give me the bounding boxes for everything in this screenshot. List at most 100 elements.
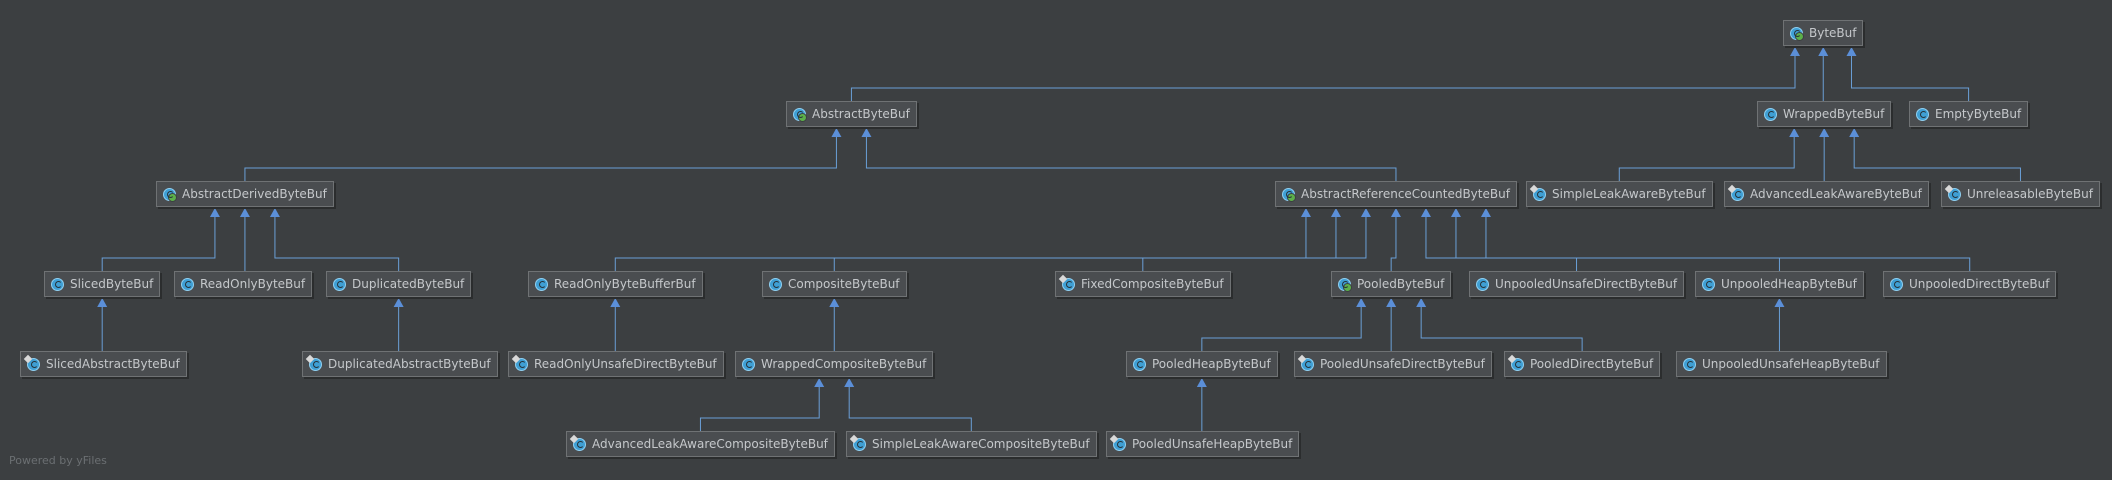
- inheritance-edge: [865, 135, 1397, 181]
- node-label: SlicedByteBuf: [70, 277, 154, 291]
- node-label: AbstractReferenceCountedByteBuf: [1301, 187, 1510, 201]
- inheritance-arrowhead: [814, 378, 825, 387]
- abstract-class-icon: [1338, 278, 1352, 292]
- inheritance-edge: [101, 215, 216, 271]
- node-label: DuplicatedAbstractByteBuf: [328, 357, 491, 371]
- inheritance-arrowhead: [1790, 47, 1800, 56]
- class-icon: [1133, 358, 1146, 371]
- class-icon: [333, 278, 346, 291]
- node-abstractbytebuf[interactable]: AbstractByteBuf: [786, 101, 917, 127]
- class-icon: [1890, 278, 1903, 291]
- node-label: AdvancedLeakAwareCompositeByteBuf: [592, 437, 828, 451]
- class-icon: [1764, 108, 1777, 121]
- class-icon: [1948, 188, 1961, 201]
- node-label: AbstractDerivedByteBuf: [182, 187, 327, 201]
- inheritance-arrowhead: [393, 298, 404, 307]
- node-label: ReadOnlyByteBuf: [200, 277, 306, 291]
- class-icon: [1476, 278, 1489, 291]
- inheritance-edge: [244, 135, 837, 181]
- node-label: PooledUnsafeHeapByteBuf: [1132, 437, 1293, 451]
- inheritance-arrowhead: [1818, 47, 1829, 56]
- class-icon: [769, 278, 782, 291]
- node-slicedbytebuf[interactable]: SlicedByteBuf: [44, 271, 161, 297]
- node-label: UnpooledUnsafeDirectByteBuf: [1495, 277, 1678, 291]
- node-pooleddirectbytebuf[interactable]: PooledDirectByteBuf: [1504, 351, 1661, 377]
- class-icon: [1113, 438, 1126, 451]
- node-advancedleakawarebytebuf[interactable]: AdvancedLeakAwareByteBuf: [1724, 181, 1929, 207]
- node-pooledheapbytebuf[interactable]: PooledHeapByteBuf: [1126, 351, 1278, 377]
- node-unpooledheapbytebuf[interactable]: UnpooledHeapByteBuf: [1695, 271, 1864, 297]
- node-unreleasablebytebuf[interactable]: UnreleasableByteBuf: [1941, 181, 2100, 207]
- node-label: WrappedByteBuf: [1783, 107, 1885, 121]
- node-unpooledunsafeheapbytebuf[interactable]: UnpooledUnsafeHeapByteBuf: [1676, 351, 1887, 377]
- node-emptybytebuf[interactable]: EmptyByteBuf: [1909, 101, 2029, 127]
- inheritance-edge: [699, 385, 820, 431]
- node-readonlybytebuf[interactable]: ReadOnlyByteBuf: [174, 271, 313, 297]
- class-icon: [51, 278, 64, 291]
- inheritance-arrowhead: [1846, 47, 1857, 56]
- node-readonlyunsafedirectbytebuf[interactable]: ReadOnlyUnsafeDirectByteBuf: [508, 351, 724, 377]
- class-icon: [742, 358, 755, 371]
- node-fixedcompositebytebuf[interactable]: FixedCompositeByteBuf: [1055, 271, 1231, 297]
- inheritance-edge: [1201, 305, 1362, 351]
- node-duplicatedbytebuf[interactable]: DuplicatedByteBuf: [326, 271, 472, 297]
- node-label: UnpooledDirectByteBuf: [1909, 277, 2050, 291]
- inheritance-arrowhead: [1330, 208, 1341, 217]
- node-label: AbstractByteBuf: [812, 107, 910, 121]
- node-bytebuf[interactable]: ByteBuf: [1783, 20, 1864, 46]
- inheritance-arrowhead: [1416, 298, 1427, 307]
- inheritance-edge: [1853, 135, 2021, 181]
- node-abstractderivedbytebuf[interactable]: AbstractDerivedByteBuf: [156, 181, 334, 207]
- node-wrappedbytebuf[interactable]: WrappedByteBuf: [1757, 101, 1892, 127]
- node-simpleleakawarebytebuf[interactable]: SimpleLeakAwareByteBuf: [1526, 181, 1713, 207]
- class-icon: [27, 358, 40, 371]
- inheritance-edge: [1390, 215, 1397, 271]
- node-unpooledunsafedirectbytebuf[interactable]: UnpooledUnsafeDirectByteBuf: [1469, 271, 1685, 297]
- node-pooledunsafedirectbytebuf[interactable]: PooledUnsafeDirectByteBuf: [1294, 351, 1492, 377]
- inheritance-arrowhead: [269, 208, 280, 217]
- node-simpleleakawarecompositebytebuf[interactable]: SimpleLeakAwareCompositeByteBuf: [846, 431, 1097, 457]
- class-icon: [1533, 188, 1546, 201]
- node-label: DuplicatedByteBuf: [352, 277, 465, 291]
- inheritance-arrowhead: [829, 298, 840, 307]
- node-duplicatedabstractbytebuf[interactable]: DuplicatedAbstractByteBuf: [302, 351, 498, 377]
- node-label: AdvancedLeakAwareByteBuf: [1750, 187, 1922, 201]
- node-slicedabstractbytebuf[interactable]: SlicedAbstractByteBuf: [20, 351, 187, 377]
- abstract-class-icon: [163, 188, 177, 202]
- class-icon: [1301, 358, 1314, 371]
- inheritance-arrowhead: [1390, 208, 1401, 217]
- inheritance-arrowhead: [1774, 298, 1785, 307]
- class-icon: [1702, 278, 1715, 291]
- node-label: UnpooledUnsafeHeapByteBuf: [1702, 357, 1880, 371]
- inheritance-edge: [848, 385, 972, 431]
- inheritance-edge: [1850, 54, 1970, 101]
- node-pooledunsafeheapbytebuf[interactable]: PooledUnsafeHeapByteBuf: [1106, 431, 1300, 457]
- class-icon: [1511, 358, 1524, 371]
- inheritance-arrowhead: [1420, 208, 1431, 217]
- node-readonlybytebufferbuf[interactable]: ReadOnlyByteBufferBuf: [528, 271, 703, 297]
- inheritance-arrowhead: [610, 298, 621, 307]
- class-icon: [1916, 108, 1929, 121]
- inheritance-arrowhead: [1849, 128, 1860, 137]
- node-label: ReadOnlyByteBufferBuf: [554, 277, 696, 291]
- node-label: PooledHeapByteBuf: [1152, 357, 1271, 371]
- node-label: ReadOnlyUnsafeDirectByteBuf: [534, 357, 717, 371]
- class-icon: [573, 438, 586, 451]
- inheritance-arrowhead: [209, 208, 220, 217]
- node-advancedleakawarecompositebytebuf[interactable]: AdvancedLeakAwareCompositeByteBuf: [566, 431, 835, 457]
- inheritance-arrowhead: [1360, 208, 1371, 217]
- node-label: SimpleLeakAwareByteBuf: [1552, 187, 1706, 201]
- node-unpooleddirectbytebuf[interactable]: UnpooledDirectByteBuf: [1883, 271, 2057, 297]
- inheritance-arrowhead: [97, 298, 108, 307]
- node-label: FixedCompositeByteBuf: [1081, 277, 1224, 291]
- inheritance-arrowhead: [844, 378, 855, 387]
- node-abstractreferencecountedbytebuf[interactable]: AbstractReferenceCountedByteBuf: [1275, 181, 1517, 207]
- node-wrappedcompositebytebuf[interactable]: WrappedCompositeByteBuf: [735, 351, 934, 377]
- node-pooledbytebuf[interactable]: PooledByteBuf: [1331, 271, 1452, 297]
- inheritance-arrowhead: [1356, 298, 1367, 307]
- node-label: SimpleLeakAwareCompositeByteBuf: [872, 437, 1090, 451]
- inheritance-edge: [1455, 215, 1780, 271]
- inheritance-edge: [1420, 305, 1583, 351]
- node-compositebytebuf[interactable]: CompositeByteBuf: [762, 271, 907, 297]
